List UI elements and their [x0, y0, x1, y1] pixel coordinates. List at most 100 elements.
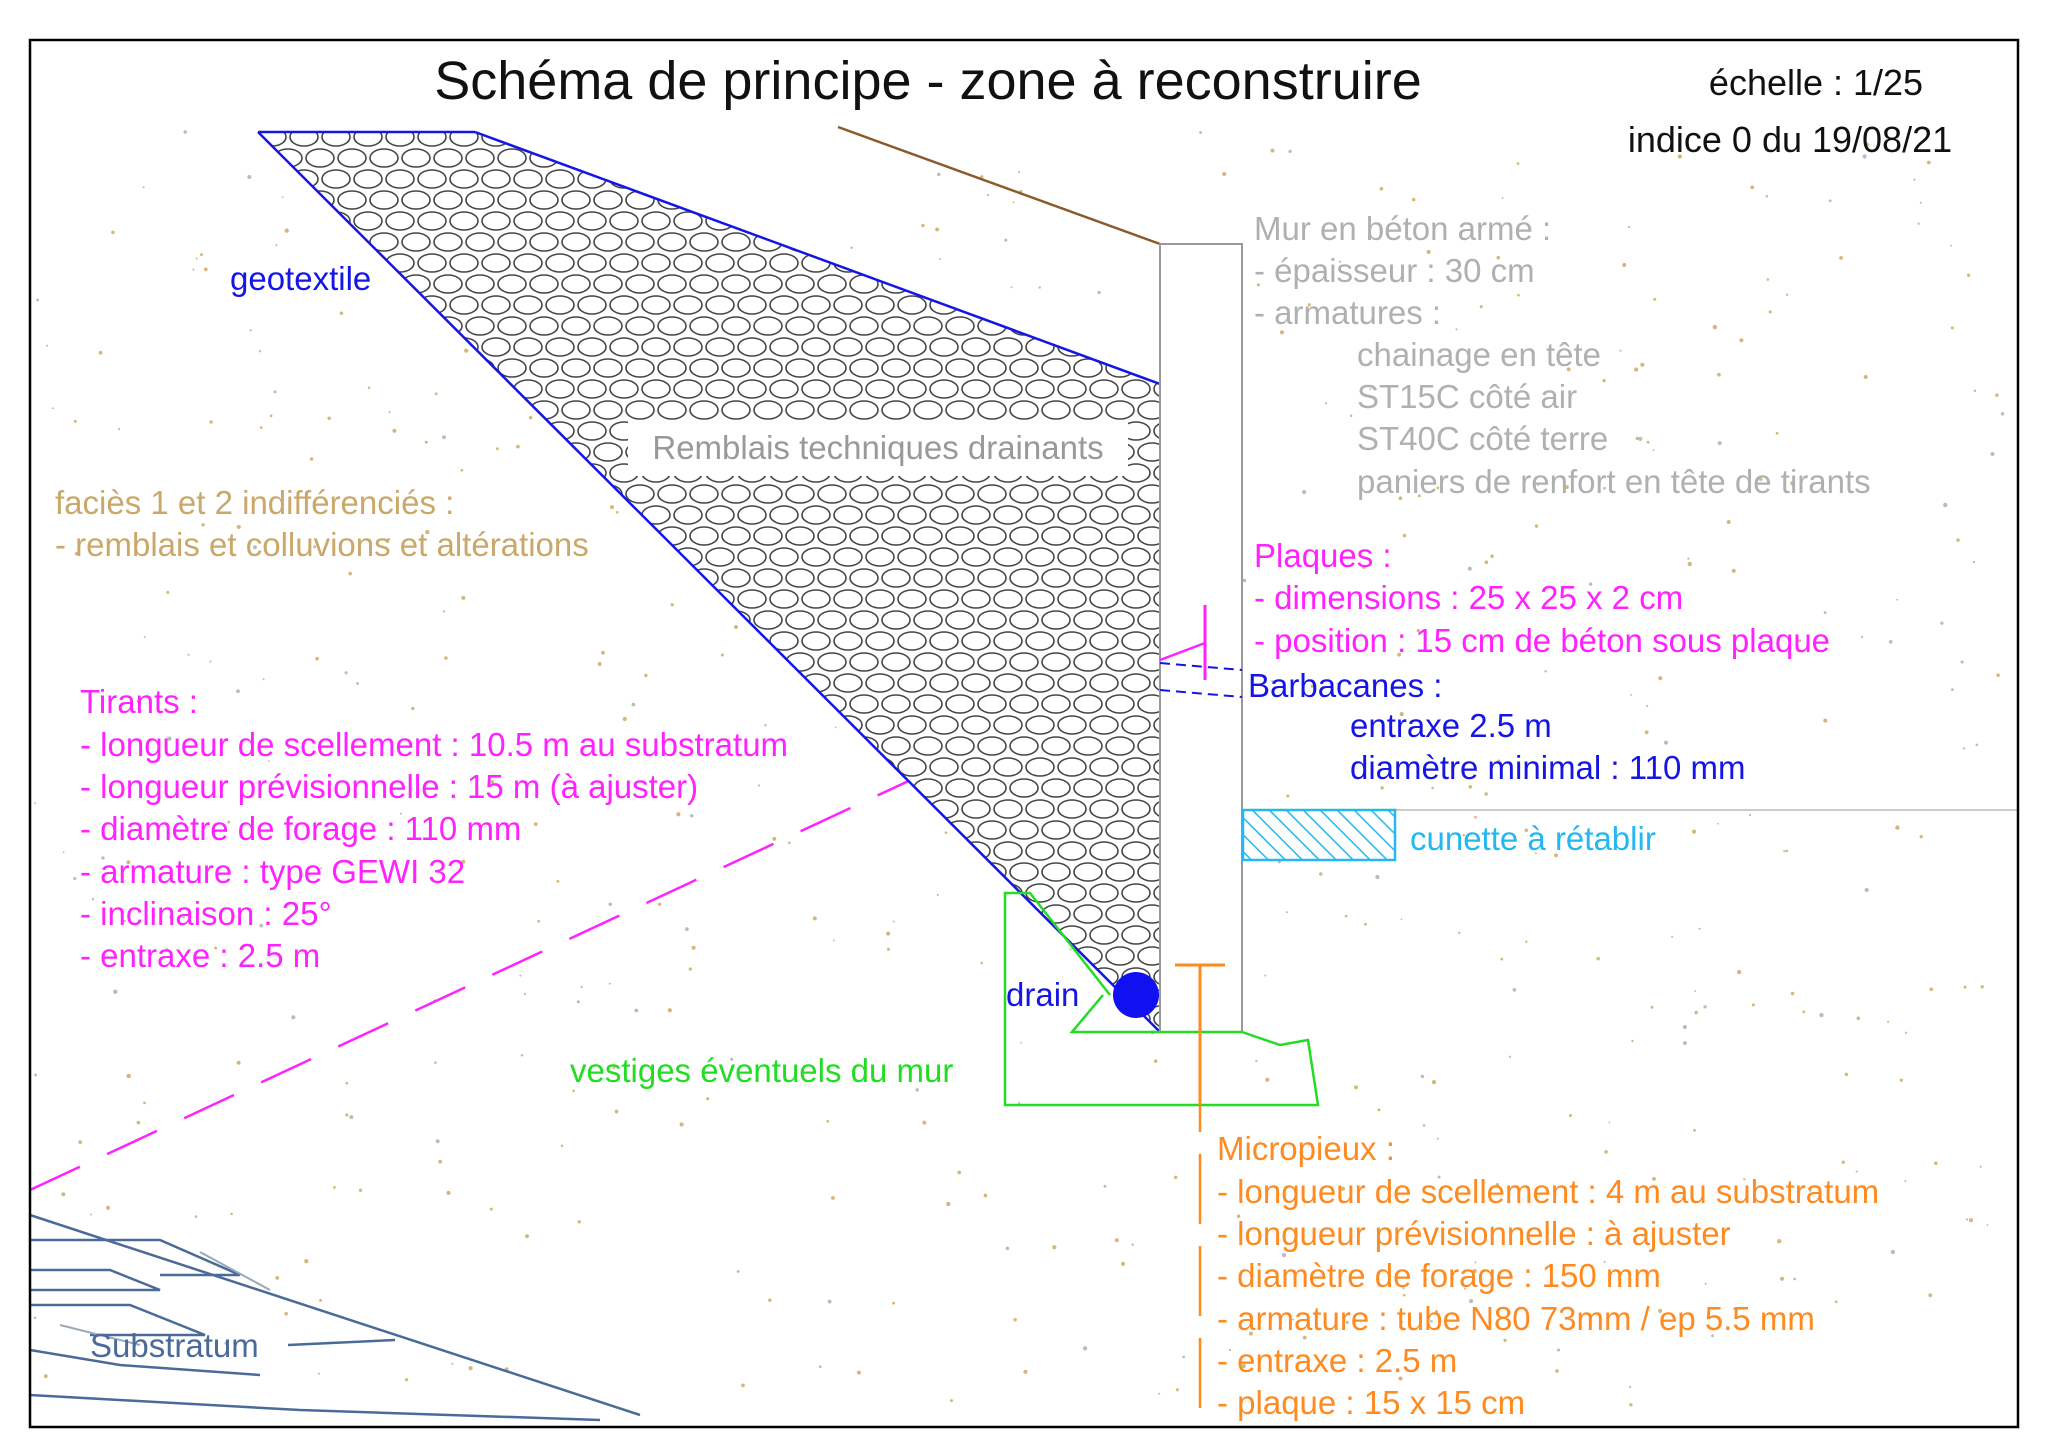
soil-speckle [1279, 330, 1285, 335]
soil-speckle [1823, 611, 1827, 615]
soil-speckle [706, 1097, 710, 1101]
soil-speckle [1968, 1218, 1974, 1223]
soil-speckle [43, 1374, 48, 1379]
soil-speckle [1904, 1180, 1907, 1183]
soil-speckle [1103, 1184, 1107, 1188]
soil-speckle [577, 1220, 581, 1224]
soil-speckle [468, 1366, 473, 1371]
soil-speckle [580, 985, 583, 989]
svg-text:chainage en tête: chainage en tête [1357, 336, 1601, 373]
soil-speckle [670, 603, 674, 607]
soil-speckle [516, 444, 520, 449]
soil-speckle [827, 1299, 832, 1304]
soil-speckle [1265, 1077, 1270, 1082]
soil-speckle [287, 745, 291, 749]
soil-speckle [1779, 1276, 1785, 1281]
soil-speckle [1619, 349, 1622, 352]
soil-speckle [192, 268, 195, 271]
soil-speckle [1966, 273, 1971, 277]
soil-speckle [387, 537, 391, 542]
gutter-label: cunette à rétablir [1410, 820, 1656, 857]
soil-speckle [1631, 1039, 1634, 1043]
soil-speckle [1777, 1239, 1782, 1244]
soil-speckle [1467, 566, 1472, 571]
soil-speckle [126, 860, 131, 865]
soil-speckle [1361, 564, 1366, 569]
soil-speckle [983, 1193, 988, 1198]
soil-speckle [1785, 849, 1789, 853]
soil-speckle [1646, 704, 1649, 708]
soil-speckle [1844, 1072, 1849, 1077]
svg-text:Tirants :: Tirants : [80, 683, 198, 720]
tie-rod-notes: Tirants : - longueur de scellement : 10.… [80, 683, 788, 974]
soil-speckle [1277, 860, 1281, 864]
soil-speckle [1864, 142, 1869, 147]
drawing-frame [28, 38, 2020, 1429]
soil-speckle [490, 779, 495, 784]
soil-speckle [576, 1000, 580, 1004]
soil-speckle [1417, 494, 1421, 498]
soil-speckle [950, 1399, 953, 1403]
soil-speckle [1248, 1331, 1253, 1336]
soil-speckle [1242, 578, 1247, 583]
soil-speckle [333, 1186, 336, 1189]
soil-speckle [1534, 852, 1537, 855]
soil-speckle [556, 879, 560, 883]
soil-speckle [273, 390, 277, 394]
soil-speckle [1765, 194, 1769, 198]
concrete-wall [1159, 243, 1243, 1033]
soil-speckle [1369, 388, 1372, 391]
substratum-contours-light [59, 1251, 271, 1346]
soil-speckle [284, 228, 289, 233]
soil-speckle [1491, 1226, 1494, 1230]
soil-speckle [309, 457, 314, 461]
soil-speckle [1887, 1020, 1890, 1023]
soil-speckle [1462, 833, 1466, 837]
soil-speckle [1733, 1307, 1737, 1311]
svg-text:diamètre minimal : 110 mm: diamètre minimal : 110 mm [1350, 749, 1746, 786]
svg-text:- armature : tube N80 73mm / e: - armature : tube N80 73mm / ep 5.5 mm [1217, 1300, 1815, 1337]
soil-speckle [111, 230, 115, 235]
svg-text:- entraxe : 2.5 m: - entraxe : 2.5 m [1217, 1342, 1457, 1379]
soil-speckle [1516, 162, 1520, 165]
soil-speckle [1980, 985, 1984, 989]
soil-speckle [1691, 829, 1697, 834]
soil-speckle [1153, 1059, 1158, 1063]
soil-speckle [1630, 693, 1633, 696]
soil-speckle [1608, 1121, 1611, 1124]
soil-speckle [411, 706, 415, 711]
soil-speckle [1397, 652, 1402, 657]
soil-speckle [1785, 293, 1789, 297]
soil-speckle [944, 831, 948, 834]
soil-speckle [1430, 1319, 1433, 1323]
soil-speckle [1739, 338, 1744, 343]
soil-speckle [1158, 1392, 1161, 1395]
soil-speckle [1926, 160, 1931, 165]
soil-speckle [1527, 1188, 1530, 1191]
soil-speckle [986, 193, 990, 197]
soil-speckle [1919, 201, 1922, 204]
soil-speckle [1082, 1346, 1088, 1351]
soil-speckle [850, 246, 853, 249]
soil-speckle [1182, 1355, 1185, 1359]
soil-speckle [1302, 1335, 1307, 1340]
soil-speckle [1222, 171, 1227, 177]
svg-text:- remblais et colluvions et al: - remblais et colluvions et altérations [55, 526, 589, 563]
soil-speckle [1950, 244, 1953, 247]
soil-speckle [74, 552, 79, 556]
soil-speckle [460, 468, 464, 472]
backfill-label-box [628, 420, 1128, 476]
soil-speckle [73, 419, 77, 423]
soil-speckle [1566, 367, 1571, 372]
soil-speckle [1378, 1241, 1381, 1245]
soil-speckle [1790, 481, 1795, 486]
soil-speckle [1629, 1403, 1633, 1407]
soil-speckle [126, 1073, 131, 1079]
soil-speckle [1687, 557, 1690, 560]
soil-speckle [601, 650, 605, 655]
soil-speckle [143, 635, 146, 638]
soil-speckle [537, 920, 541, 923]
soil-speckle [1986, 1223, 1989, 1226]
soil-speckle [442, 610, 446, 613]
soil-speckle [608, 902, 612, 907]
